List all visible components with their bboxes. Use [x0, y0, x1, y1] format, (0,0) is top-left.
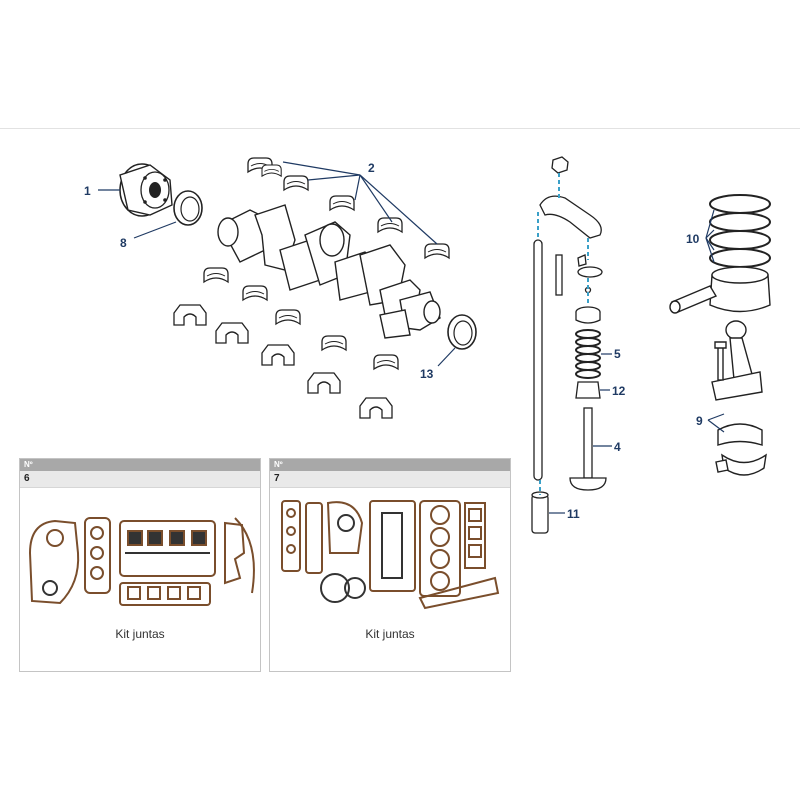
- callout-2: 2: [368, 161, 375, 175]
- panel-header: Nº: [270, 459, 510, 471]
- callout-9: 9: [696, 414, 703, 428]
- callout-4: 4: [614, 440, 621, 454]
- leader-lines-left: [98, 161, 456, 367]
- callout-5: 5: [614, 347, 621, 361]
- panel-number: 7: [270, 471, 510, 488]
- panel-caption: Kit juntas: [115, 627, 165, 641]
- top-divider: [0, 128, 800, 129]
- piston: [669, 266, 771, 314]
- assembly-lines: [537, 173, 589, 495]
- front-oil-seal: [447, 314, 477, 350]
- valve-spring: [575, 329, 601, 379]
- callout-12: 12: [612, 384, 626, 398]
- callout-8: 8: [120, 236, 127, 250]
- flywheel-flange: [119, 163, 173, 217]
- callout-13: 13: [420, 367, 434, 381]
- connecting-rod: [711, 320, 767, 476]
- panel-caption: Kit juntas: [365, 627, 415, 641]
- rear-oil-seal: [173, 190, 203, 226]
- piston-rings: [709, 194, 771, 268]
- panel-header: Nº: [20, 459, 260, 471]
- valve-train: [531, 156, 607, 534]
- callout-10: 10: [686, 232, 700, 246]
- piston-leaders: [549, 209, 725, 514]
- gasket-kit-6-image: [28, 517, 255, 606]
- gasket-kit-panel-6[interactable]: Nº 6 Kit juntas: [19, 458, 261, 672]
- gasket-kit-panel-7[interactable]: Nº 7 Kit juntas: [269, 458, 511, 672]
- gasket-kit-7-image: [281, 500, 500, 610]
- callout-1: 1: [84, 184, 91, 198]
- panel-number: 6: [20, 471, 260, 488]
- crankshaft: [217, 204, 441, 339]
- callout-11: 11: [567, 507, 580, 521]
